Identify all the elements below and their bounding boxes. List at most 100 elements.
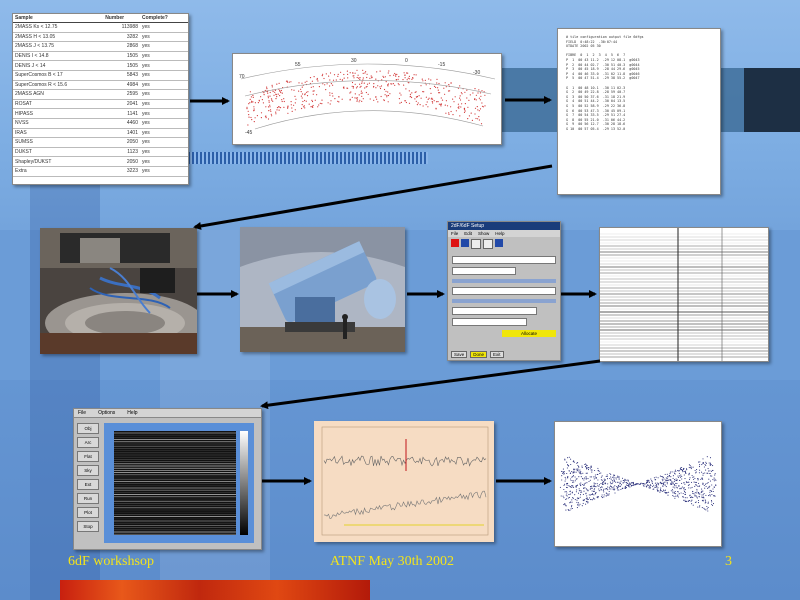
menu-item-help[interactable]: Help <box>495 231 505 236</box>
sample-name-cell: HIPASS <box>13 108 104 119</box>
target-point <box>364 87 366 89</box>
galaxy-point <box>573 471 576 473</box>
target-point <box>450 82 452 84</box>
side-button[interactable]: Run <box>77 493 99 504</box>
galaxy-point <box>576 497 578 499</box>
target-point <box>304 81 306 83</box>
target-point <box>380 85 383 87</box>
done-button[interactable]: Done <box>470 351 488 358</box>
target-point <box>452 114 454 116</box>
galaxy-point <box>710 500 713 502</box>
side-button[interactable]: Obj <box>77 423 99 434</box>
target-point <box>400 94 402 96</box>
side-button[interactable]: Arc <box>77 437 99 448</box>
galaxy-point <box>692 492 694 494</box>
target-point <box>463 109 466 111</box>
galaxy-point <box>704 499 706 501</box>
galaxy-point <box>683 470 685 473</box>
galaxy-point <box>662 490 664 492</box>
menu-item-show[interactable]: Show <box>478 231 490 236</box>
text-field[interactable] <box>452 287 556 295</box>
galaxy-point <box>674 487 676 489</box>
galaxy-point <box>713 480 715 482</box>
galaxy-point <box>613 477 615 479</box>
galaxy-point <box>604 483 606 485</box>
target-point <box>360 90 362 92</box>
tool-icon[interactable] <box>471 239 481 249</box>
target-point <box>366 83 369 85</box>
stop-icon[interactable] <box>451 239 459 247</box>
side-button[interactable]: Flat <box>77 451 99 462</box>
side-button[interactable]: Sky <box>77 465 99 476</box>
galaxy-point <box>582 493 584 495</box>
galaxy-point <box>607 486 609 488</box>
galaxy-point <box>698 461 700 463</box>
complete-cell: yes <box>140 70 188 81</box>
galaxy-point <box>701 464 703 466</box>
setup-gui-window[interactable]: 2dF/6dF Setup File Edit Show Help Alloca… <box>447 221 561 361</box>
tool-icon[interactable] <box>461 239 469 247</box>
target-point <box>478 89 480 91</box>
galaxy-point <box>609 481 611 483</box>
target-point <box>461 103 463 105</box>
target-point <box>260 112 263 114</box>
target-point <box>301 93 304 95</box>
exit-button[interactable]: Exit <box>490 351 504 358</box>
target-point <box>316 94 318 96</box>
galaxy-point <box>707 482 709 484</box>
galaxy-point <box>673 495 675 498</box>
slider[interactable] <box>452 299 556 303</box>
side-button[interactable]: Plot <box>77 507 99 518</box>
galaxy-point <box>691 496 693 498</box>
galaxy-point <box>588 480 590 483</box>
form-area: Allocate <box>448 251 560 339</box>
slider[interactable] <box>452 279 556 283</box>
text-field[interactable] <box>452 256 556 264</box>
galaxy-point <box>598 488 600 490</box>
galaxy-point <box>665 479 667 481</box>
target-point <box>432 98 434 100</box>
galaxy-point <box>639 483 641 486</box>
galaxy-point <box>606 478 609 480</box>
side-button[interactable]: Ext <box>77 479 99 490</box>
complete-cell: yes <box>140 118 188 129</box>
save-button[interactable]: Save <box>451 351 468 358</box>
menu-item-file[interactable]: File <box>451 231 459 236</box>
menu-item-options[interactable]: Options <box>98 410 116 416</box>
galaxy-point <box>657 477 659 479</box>
menu-item-help[interactable]: Help <box>127 410 138 416</box>
target-point <box>447 90 450 92</box>
galaxy-point <box>605 492 607 494</box>
text-field[interactable] <box>452 267 517 275</box>
galaxy-point <box>658 490 660 492</box>
galaxy-point <box>712 495 715 497</box>
target-point <box>430 98 432 100</box>
galaxy-point <box>702 482 704 484</box>
text-line: FIELD 0:48:22 -30:07:44 <box>566 39 618 44</box>
text-field[interactable] <box>452 307 538 315</box>
galaxy-point <box>570 508 572 510</box>
galaxy-point <box>670 479 672 481</box>
tool-icon[interactable] <box>483 239 493 249</box>
galaxy-point <box>596 473 598 476</box>
target-point <box>407 77 409 79</box>
galaxy-point <box>592 493 594 496</box>
target-point <box>411 78 413 80</box>
spectra-rows <box>114 432 236 535</box>
tool-icon[interactable] <box>495 239 503 247</box>
menu-item-edit[interactable]: Edit <box>464 231 473 236</box>
target-point <box>457 107 459 109</box>
target-point <box>327 102 329 104</box>
galaxy-point <box>695 501 697 503</box>
galaxy-point <box>663 478 665 480</box>
target-point <box>383 76 385 78</box>
target-point <box>404 100 406 102</box>
side-button[interactable]: Stop <box>77 521 99 532</box>
target-point <box>302 106 305 108</box>
arrow-ccd-to-reduce <box>260 359 601 410</box>
menu-item-file[interactable]: File <box>78 410 87 416</box>
galaxy-point <box>682 471 684 473</box>
text-field[interactable] <box>452 318 527 326</box>
